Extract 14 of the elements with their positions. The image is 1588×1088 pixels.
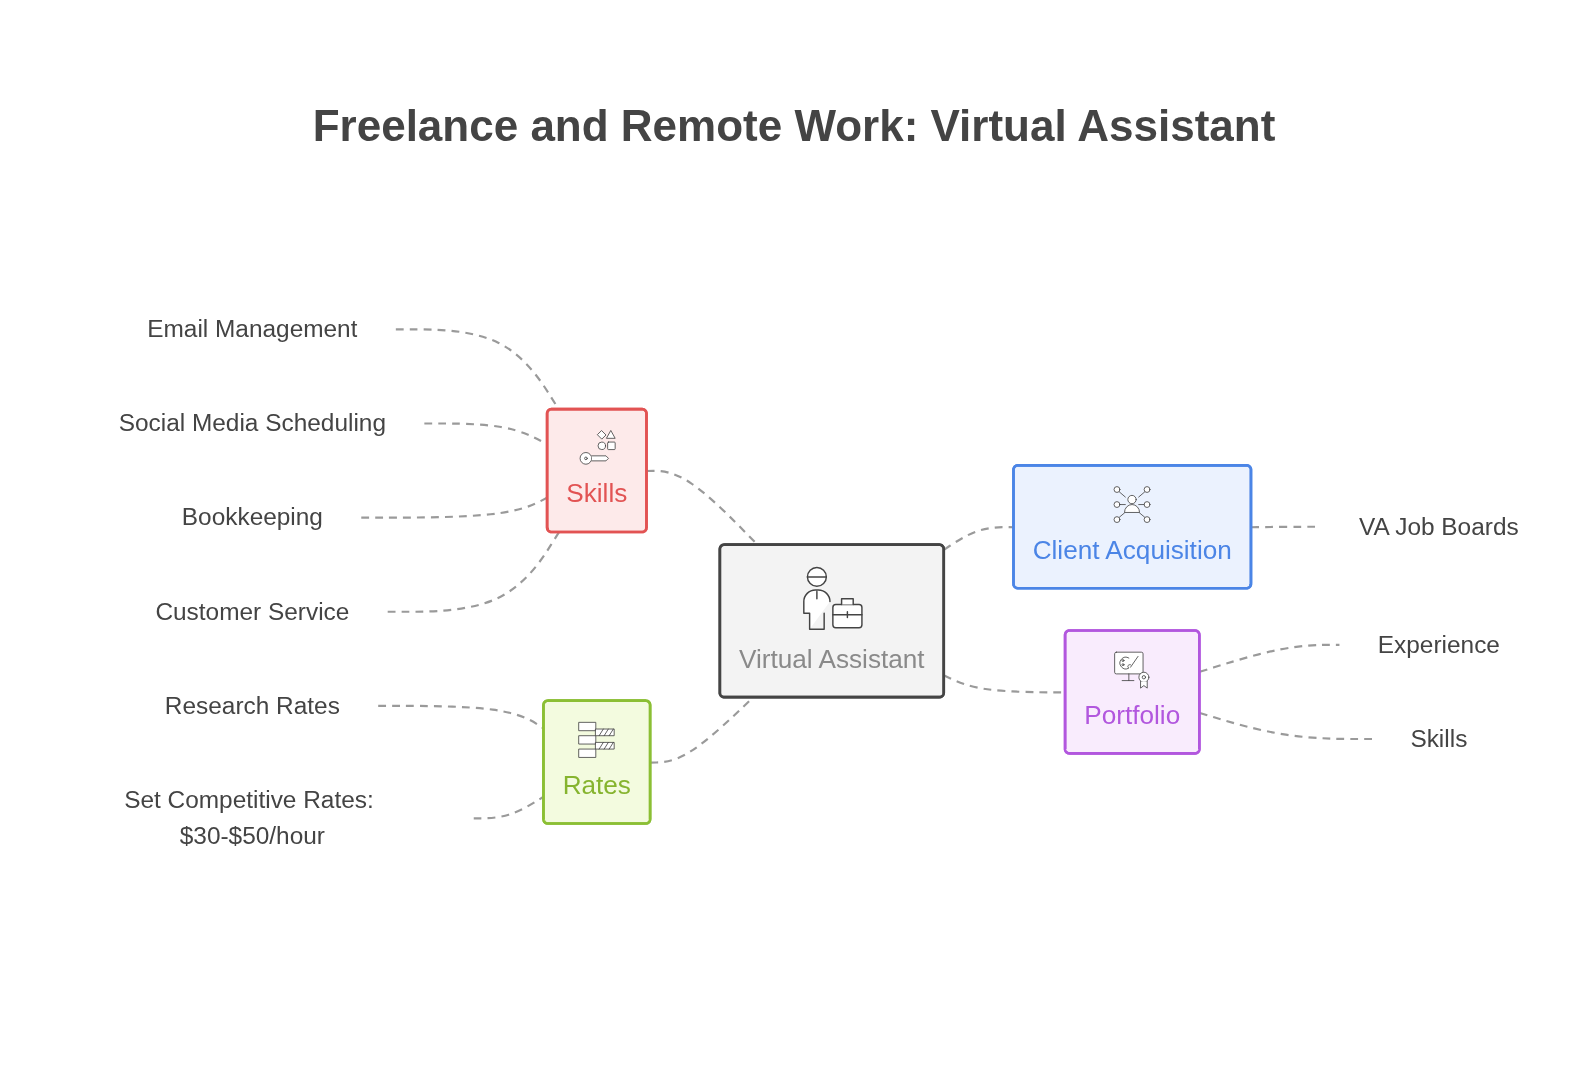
node-text: Research Rates <box>164 691 340 719</box>
node-text: Skills <box>1410 724 1468 752</box>
node-text: Social Media Scheduling <box>118 409 386 437</box>
connector <box>1199 643 1340 673</box>
node-text: Customer Service <box>155 597 350 625</box>
diagram-title: Freelance and Remote Work: Virtual Assistant <box>312 100 1276 152</box>
connector <box>943 525 1014 551</box>
connector <box>387 531 560 613</box>
node-text: Email Management <box>147 315 358 343</box>
node-text: Set Competitive Rates: $30-$50/hour <box>124 785 374 850</box>
node-text: Bookkeeping <box>181 503 323 531</box>
node-text: Experience <box>1377 630 1500 658</box>
node-text: VA Job Boards <box>1359 512 1519 540</box>
connector <box>1199 711 1373 740</box>
